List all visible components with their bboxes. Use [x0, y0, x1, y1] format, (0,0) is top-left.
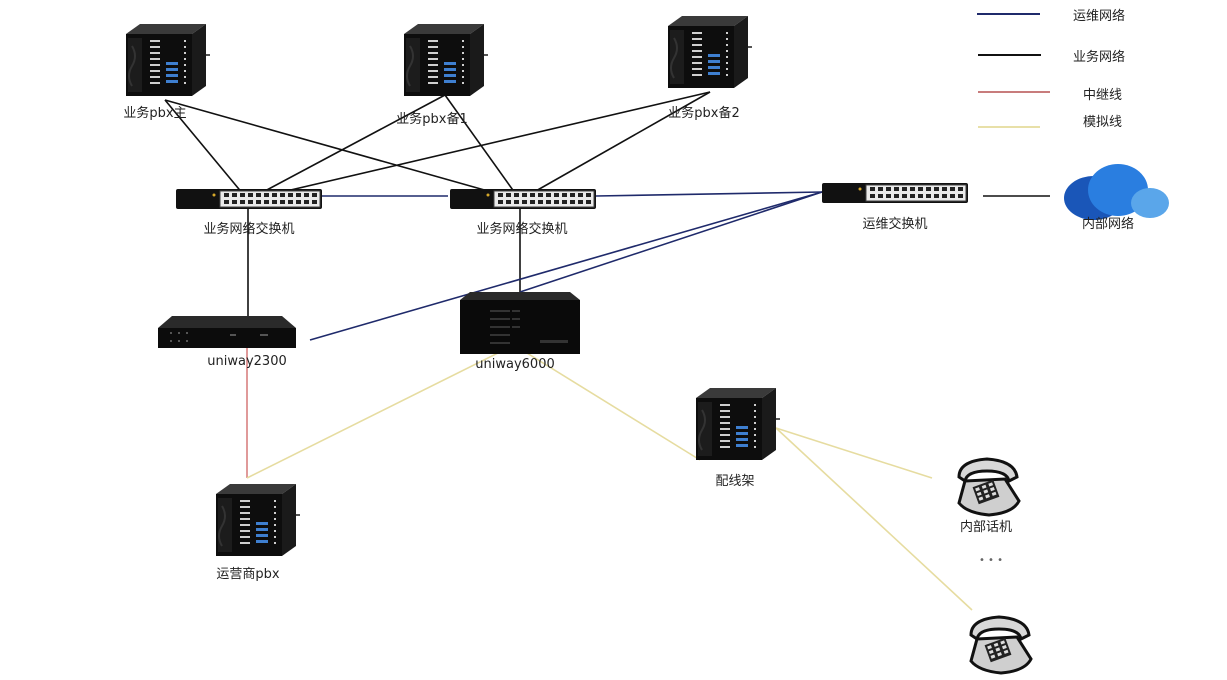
switch-icon-biz2[interactable] [449, 188, 597, 210]
switch-icon-biz1[interactable] [175, 188, 323, 210]
label-switch-biz1: 业务网络交换机 [203, 222, 295, 237]
legend-label-analog: 模拟线 [1083, 115, 1123, 130]
server-icon-pbx-backup2[interactable] [667, 15, 753, 89]
phone-icon-1[interactable] [957, 457, 1021, 517]
phone-icon-2[interactable] [969, 615, 1033, 675]
label-switch-ops: 运维交换机 [862, 217, 928, 232]
legend-label-ops: 运维网络 [1073, 9, 1126, 24]
link-uniway6000-distribution-frame [513, 344, 701, 461]
label-uniway2300: uniway2300 [207, 354, 287, 369]
link-uniway6000-carrier-pbx [246, 344, 515, 479]
label-switch-biz2: 业务网络交换机 [476, 222, 568, 237]
ellipsis: • • • [978, 555, 1004, 566]
link-pbx-main-switch-biz1 [164, 99, 249, 201]
label-phone1: 内部话机 [959, 520, 1013, 535]
legend-label-trunk: 中继线 [1083, 88, 1123, 103]
links [164, 91, 1050, 611]
server-icon-pbx-main[interactable] [125, 23, 211, 97]
link-pbx-backup2-switch-biz2 [519, 91, 711, 201]
server-icon-carrier-pbx[interactable] [215, 483, 301, 557]
link-uniway2300-switch-ops [309, 191, 823, 341]
link-distribution-frame-phone1 [775, 427, 933, 479]
legend [977, 13, 1050, 128]
server-icon-pbx-backup1[interactable] [403, 23, 489, 97]
link-pbx-backup2-switch-biz1 [247, 91, 711, 201]
gateway-icon-uniway2300[interactable] [158, 316, 296, 348]
label-uniway6000: uniway6000 [475, 357, 555, 372]
link-switch-biz2-switch-ops [595, 191, 823, 197]
link-pbx-backup1-switch-biz2 [444, 94, 521, 201]
label-distribution-frame: 配线架 [715, 474, 755, 489]
link-distribution-frame-phone2 [775, 427, 973, 611]
chassis-icon-uniway6000[interactable] [460, 292, 580, 354]
label-pbx-main: 业务pbx主 [123, 106, 187, 121]
link-uniway6000-switch-ops [519, 191, 823, 293]
label-pbx-backup1: 业务pbx备1 [396, 112, 468, 127]
link-pbx-backup1-switch-biz1 [247, 94, 446, 201]
server-icon-distribution-frame[interactable] [695, 387, 781, 461]
label-pbx-backup2: 业务pbx备2 [668, 106, 740, 121]
cloud-icon-internal-network[interactable] [1064, 164, 1169, 220]
label-internal-net: 内部网络 [1081, 217, 1135, 232]
label-carrier-pbx: 运营商pbx [216, 567, 280, 582]
switch-icon-ops[interactable] [821, 182, 969, 204]
legend-label-business: 业务网络 [1073, 50, 1126, 65]
